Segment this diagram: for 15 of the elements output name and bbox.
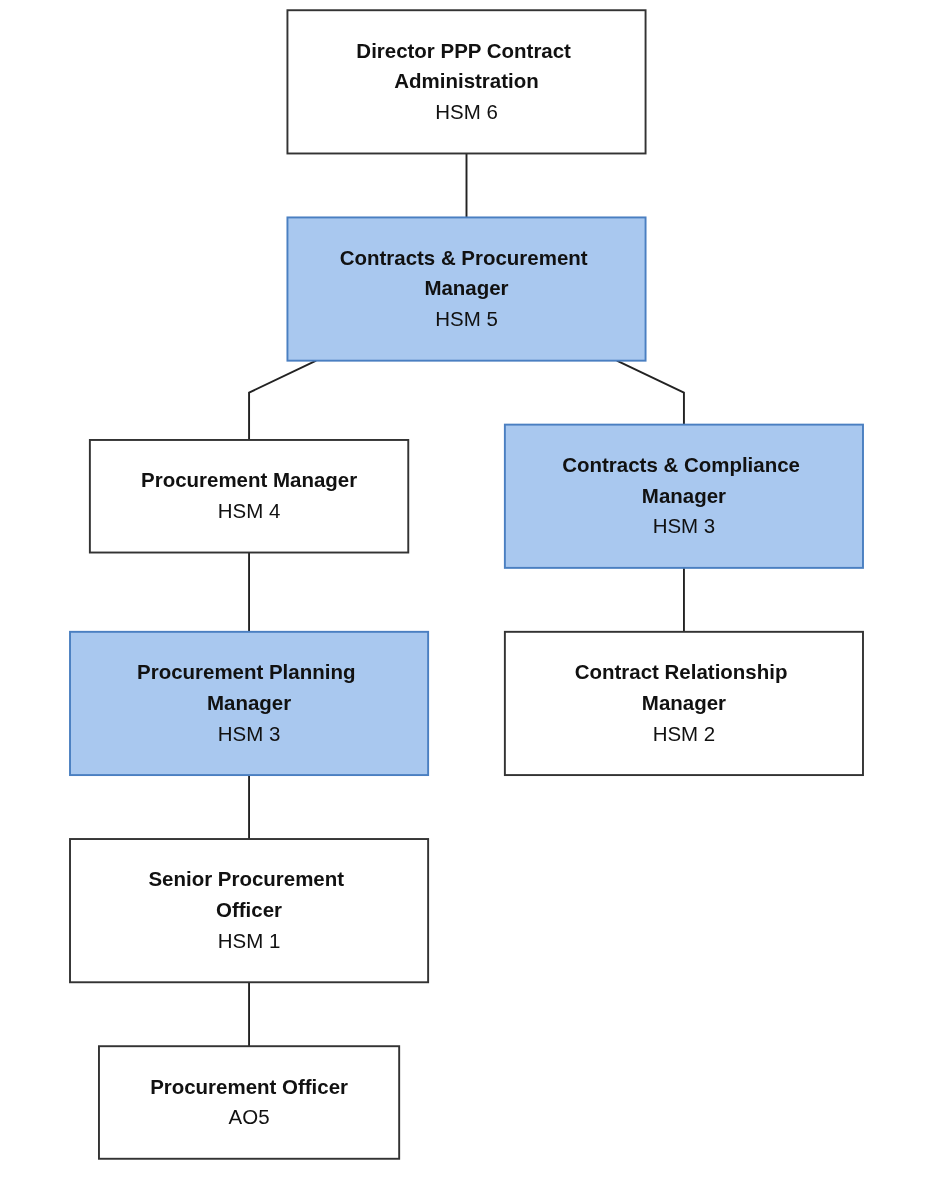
node-box: Director PPP Contract Administration HSM 6 [286, 9, 647, 155]
connector [248, 359, 318, 441]
node-box: Senior Procurement Officer HSM 1 [69, 838, 430, 984]
connector [682, 566, 685, 633]
connector [465, 152, 468, 219]
node-box: Procurement Planning Manager HSM 3 [69, 630, 430, 777]
node-box: Procurement Officer AO5 [98, 1045, 401, 1160]
node-box: Contracts & Compliance Manager HSM 3 [503, 423, 864, 569]
connector [248, 774, 251, 840]
node-box: Procurement Manager HSM 4 [88, 439, 410, 554]
connector [248, 981, 251, 1048]
node-box: Contracts & Procurement Manager HSM 5 [286, 216, 647, 362]
connector [615, 359, 685, 426]
node-box: Contract Relationship Manager HSM 2 [503, 630, 864, 777]
connector [248, 551, 251, 633]
